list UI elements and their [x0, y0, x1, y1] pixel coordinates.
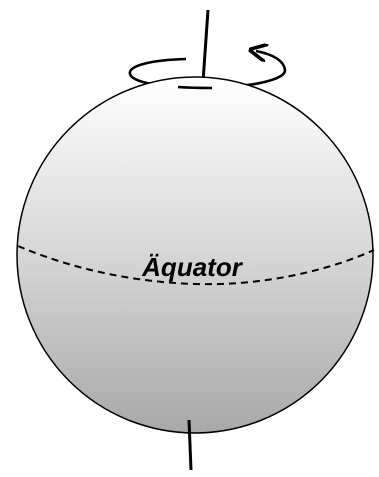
equator-label: Äquator [141, 252, 244, 282]
rotation-arrow-front [177, 85, 213, 90]
rotation-axis-bottom [187, 419, 193, 471]
rotation-axis-top [201, 9, 210, 83]
equator-line [17, 245, 375, 286]
sphere [16, 76, 374, 434]
